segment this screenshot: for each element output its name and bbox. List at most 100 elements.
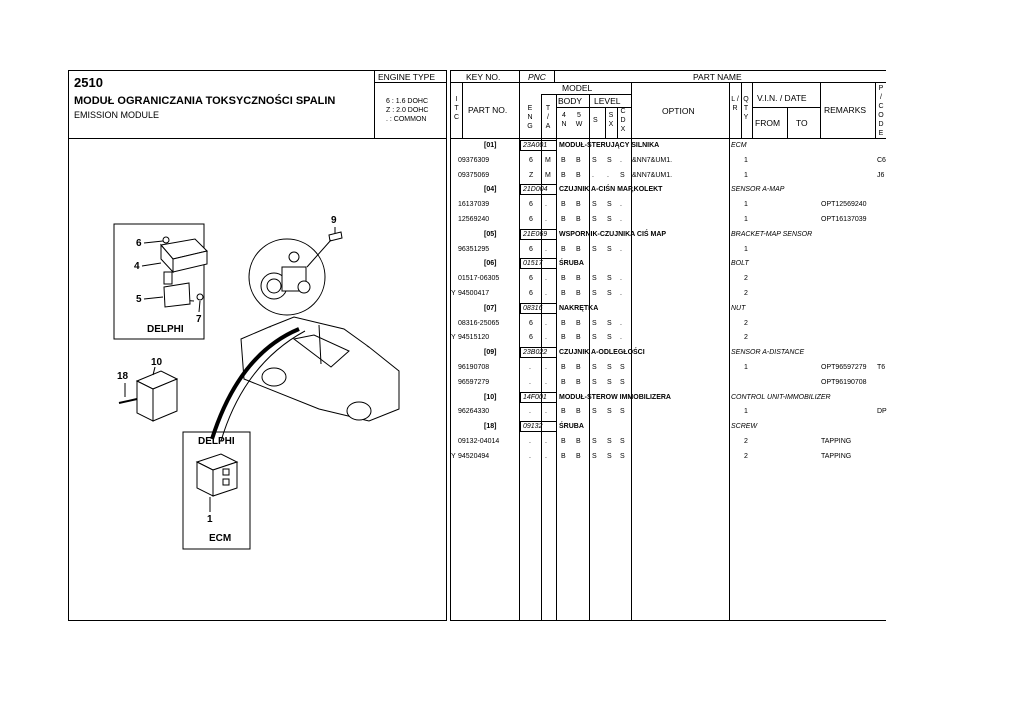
col-model: MODEL bbox=[562, 83, 593, 93]
part-no: 94520494 bbox=[458, 452, 490, 460]
ta: . bbox=[545, 275, 547, 283]
itc: Y bbox=[451, 452, 456, 460]
body-4n: B bbox=[561, 364, 566, 371]
pnc-box bbox=[520, 421, 557, 433]
key-no: [01] bbox=[484, 142, 497, 149]
level-cdx: S bbox=[620, 408, 625, 416]
body-4n: B bbox=[561, 408, 566, 416]
engine-type-label: ENGINE TYPE bbox=[378, 72, 435, 82]
body-4n: B bbox=[561, 452, 566, 460]
body-4n: B bbox=[561, 334, 566, 342]
level-cdx: S bbox=[620, 364, 625, 371]
remarks: OPT12569240 bbox=[821, 201, 867, 209]
ta: M bbox=[545, 171, 551, 179]
vin-underline bbox=[752, 107, 820, 108]
col-vin-date: V.I.N. / DATE bbox=[757, 93, 807, 103]
part-name-pl: WSPORNIK-CZUJNIKA CIŚ MAP bbox=[559, 230, 667, 238]
level-cdx: . bbox=[620, 216, 622, 223]
eng: 6 bbox=[529, 201, 533, 209]
col-4n: 4 N bbox=[561, 112, 567, 128]
part-no: 16137039 bbox=[458, 201, 490, 209]
pcode: T6 bbox=[877, 364, 886, 371]
key-no: [09] bbox=[484, 349, 497, 357]
qty: 1 bbox=[744, 156, 748, 164]
col-5w: 5 W bbox=[575, 112, 583, 128]
pcode: DP bbox=[877, 408, 887, 416]
pcode: J6 bbox=[877, 171, 885, 179]
col-line-to bbox=[787, 107, 788, 138]
remarks: OPT96597279 bbox=[821, 364, 867, 371]
qty: 2 bbox=[744, 452, 748, 460]
body-4n: B bbox=[561, 438, 566, 445]
body-5w: B bbox=[576, 408, 581, 416]
col-line-itc bbox=[462, 82, 463, 138]
part-name-pl: CZUJNIK A-CIŚN MAP,KOLEKT bbox=[559, 186, 663, 194]
eng: 6 bbox=[529, 290, 533, 297]
part-no: 96264330 bbox=[458, 408, 490, 416]
level-sx: S bbox=[607, 201, 612, 209]
level-sx: S bbox=[607, 319, 612, 327]
level-cdx: S bbox=[620, 438, 625, 445]
level-s: S bbox=[592, 364, 597, 371]
ta: . bbox=[545, 408, 547, 416]
ta: . bbox=[545, 438, 547, 445]
eng: 6 bbox=[529, 275, 533, 283]
ta: M bbox=[545, 156, 551, 164]
parts-table-frame bbox=[450, 70, 886, 621]
parts-diagram: 6 4 5 7 DELPHI 9 10 18 DELPHI bbox=[113, 215, 400, 550]
remarks: TAPPING bbox=[821, 438, 852, 445]
qty: 1 bbox=[744, 171, 748, 179]
col-body: BODY bbox=[558, 96, 583, 106]
pnc-box bbox=[520, 184, 557, 196]
key-no: [07] bbox=[484, 304, 497, 312]
part-name-pl: MODUŁ-STEROW IMMOBILIZERA bbox=[559, 393, 671, 401]
left-panel-frame bbox=[68, 70, 447, 621]
qty: 1 bbox=[744, 216, 748, 223]
part-no: 96351295 bbox=[458, 245, 490, 253]
level-s: S bbox=[592, 408, 597, 416]
engine-type-6: 6 : 1.6 DOHC bbox=[386, 98, 429, 105]
eng: . bbox=[529, 452, 531, 460]
col-line-lr bbox=[729, 82, 730, 621]
level-cdx: . bbox=[620, 319, 622, 327]
callout-1: 1 bbox=[207, 514, 213, 525]
eng: 6 bbox=[529, 334, 533, 342]
ta: . bbox=[545, 245, 547, 253]
level-cdx: . bbox=[620, 201, 622, 209]
col-part-no: PART NO. bbox=[468, 105, 508, 115]
col-line-remarks bbox=[820, 82, 821, 138]
level-s: S bbox=[592, 245, 597, 253]
itc: Y bbox=[451, 334, 456, 342]
part-name-en: SENSOR A-MAP bbox=[731, 186, 785, 194]
ta: . bbox=[545, 364, 547, 371]
left-header-divider bbox=[68, 138, 447, 139]
body-5w: B bbox=[576, 245, 581, 253]
part-no: 09376309 bbox=[458, 156, 490, 164]
col-line-option bbox=[631, 82, 632, 621]
engine-type-z: Z : 2.0 DOHC bbox=[386, 107, 429, 114]
body-5w: B bbox=[576, 275, 581, 283]
part-name-pl: MODUŁ-STERUJĄCY SILNIKA bbox=[559, 142, 660, 149]
level-cdx: S bbox=[620, 452, 625, 460]
car-illustration bbox=[240, 316, 400, 422]
pnc-box bbox=[520, 228, 557, 240]
model-underline bbox=[541, 94, 631, 95]
pnc-code: 01517 bbox=[523, 260, 543, 268]
col-qty: Q T Y bbox=[743, 96, 749, 121]
eng: 6 bbox=[529, 319, 533, 327]
callout-6: 6 bbox=[136, 238, 142, 249]
level-s: S bbox=[592, 334, 597, 342]
level-s: . bbox=[592, 171, 594, 179]
qty: 1 bbox=[744, 201, 748, 209]
eng: 6 bbox=[529, 245, 533, 253]
body-5w: B bbox=[576, 216, 581, 223]
col-pnc: PNC bbox=[528, 72, 546, 82]
level-sx: S bbox=[607, 275, 612, 283]
